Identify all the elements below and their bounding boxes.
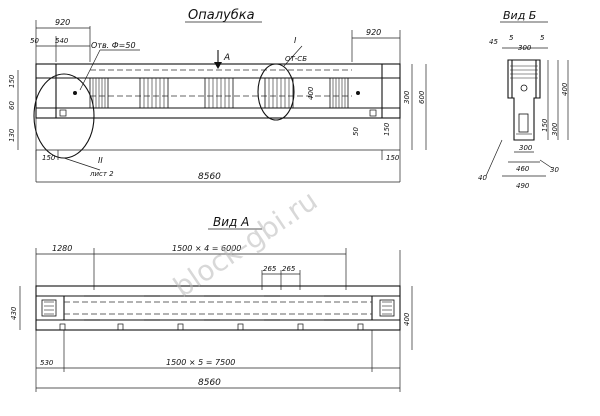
dim-490: 490 xyxy=(516,182,530,190)
dim-300-b-v: 300 xyxy=(551,122,559,136)
dim-50: 50 xyxy=(30,37,39,45)
section-1-ellipse xyxy=(257,63,295,121)
dim-265-a: 265 xyxy=(263,265,277,273)
dim-150-mid: 150 xyxy=(383,122,391,136)
view-a-title: Вид А xyxy=(213,215,249,229)
dim-5a: 5 xyxy=(509,34,514,42)
dim-150-b: 150 xyxy=(541,118,549,132)
dim-60: 60 xyxy=(8,101,16,110)
dim-150-left-v: 150 xyxy=(8,74,16,88)
dim-40: 40 xyxy=(478,174,487,182)
section-1-sheet: ОТ-СБ xyxy=(285,55,307,63)
hatch-zones xyxy=(59,77,377,117)
dim-300-b-bottom: 300 xyxy=(519,144,533,152)
dim-300-b-top: 300 xyxy=(518,44,532,52)
dim-300: 300 xyxy=(403,90,411,104)
dim-920-left: 920 xyxy=(55,18,70,27)
dim-150-right: 150 xyxy=(386,154,400,162)
dim-530: 530 xyxy=(40,359,54,367)
dim-400: 400 xyxy=(307,86,315,100)
dim-50-right: 50 xyxy=(352,127,360,136)
section-2-sheet: лист 2 xyxy=(89,170,114,178)
dim-8560-top: 8560 xyxy=(198,172,221,182)
view-b-section-outline xyxy=(507,59,541,141)
dim-600: 600 xyxy=(418,90,426,104)
dim-30: 30 xyxy=(550,166,559,174)
section-1-number: I xyxy=(294,36,297,45)
formwork-view: Опалубка 920 540 50 920 Отв. Ф=50 А xyxy=(8,8,427,183)
dim-460: 460 xyxy=(516,165,530,173)
view-a-arrow-label: А xyxy=(223,53,230,63)
formwork-title: Опалубка xyxy=(188,8,255,23)
dim-1280: 1280 xyxy=(52,244,72,253)
dim-1500x5: 1500 × 5 = 7500 xyxy=(166,358,235,367)
dim-1500x4: 1500 × 4 = 6000 xyxy=(172,244,241,253)
view-b: Вид Б 45 5 300 5 150 300 400 300 460 490… xyxy=(478,9,569,190)
view-a: Вид А 1280 1500 × 4 = 6000 265 265 xyxy=(10,215,413,392)
beam-plan-outline xyxy=(35,285,401,331)
hole-callout: Отв. Ф=50 xyxy=(91,41,136,50)
beam-formwork-outline xyxy=(35,63,401,119)
dim-400-b: 400 xyxy=(561,82,569,96)
dim-265-b: 265 xyxy=(282,265,296,273)
section-2-number: II xyxy=(98,156,103,165)
dim-920-right: 920 xyxy=(366,28,381,37)
dim-5b: 5 xyxy=(540,34,545,42)
dim-540: 540 xyxy=(55,37,69,45)
view-b-title: Вид Б xyxy=(503,9,536,22)
dim-400-a: 400 xyxy=(403,312,411,326)
dim-430: 430 xyxy=(10,306,18,320)
dim-130: 130 xyxy=(8,128,16,142)
dim-8560-bottom: 8560 xyxy=(198,378,221,388)
dim-45: 45 xyxy=(489,38,498,46)
plan-details xyxy=(41,295,395,331)
dim-150-left: 150 xyxy=(42,154,56,162)
